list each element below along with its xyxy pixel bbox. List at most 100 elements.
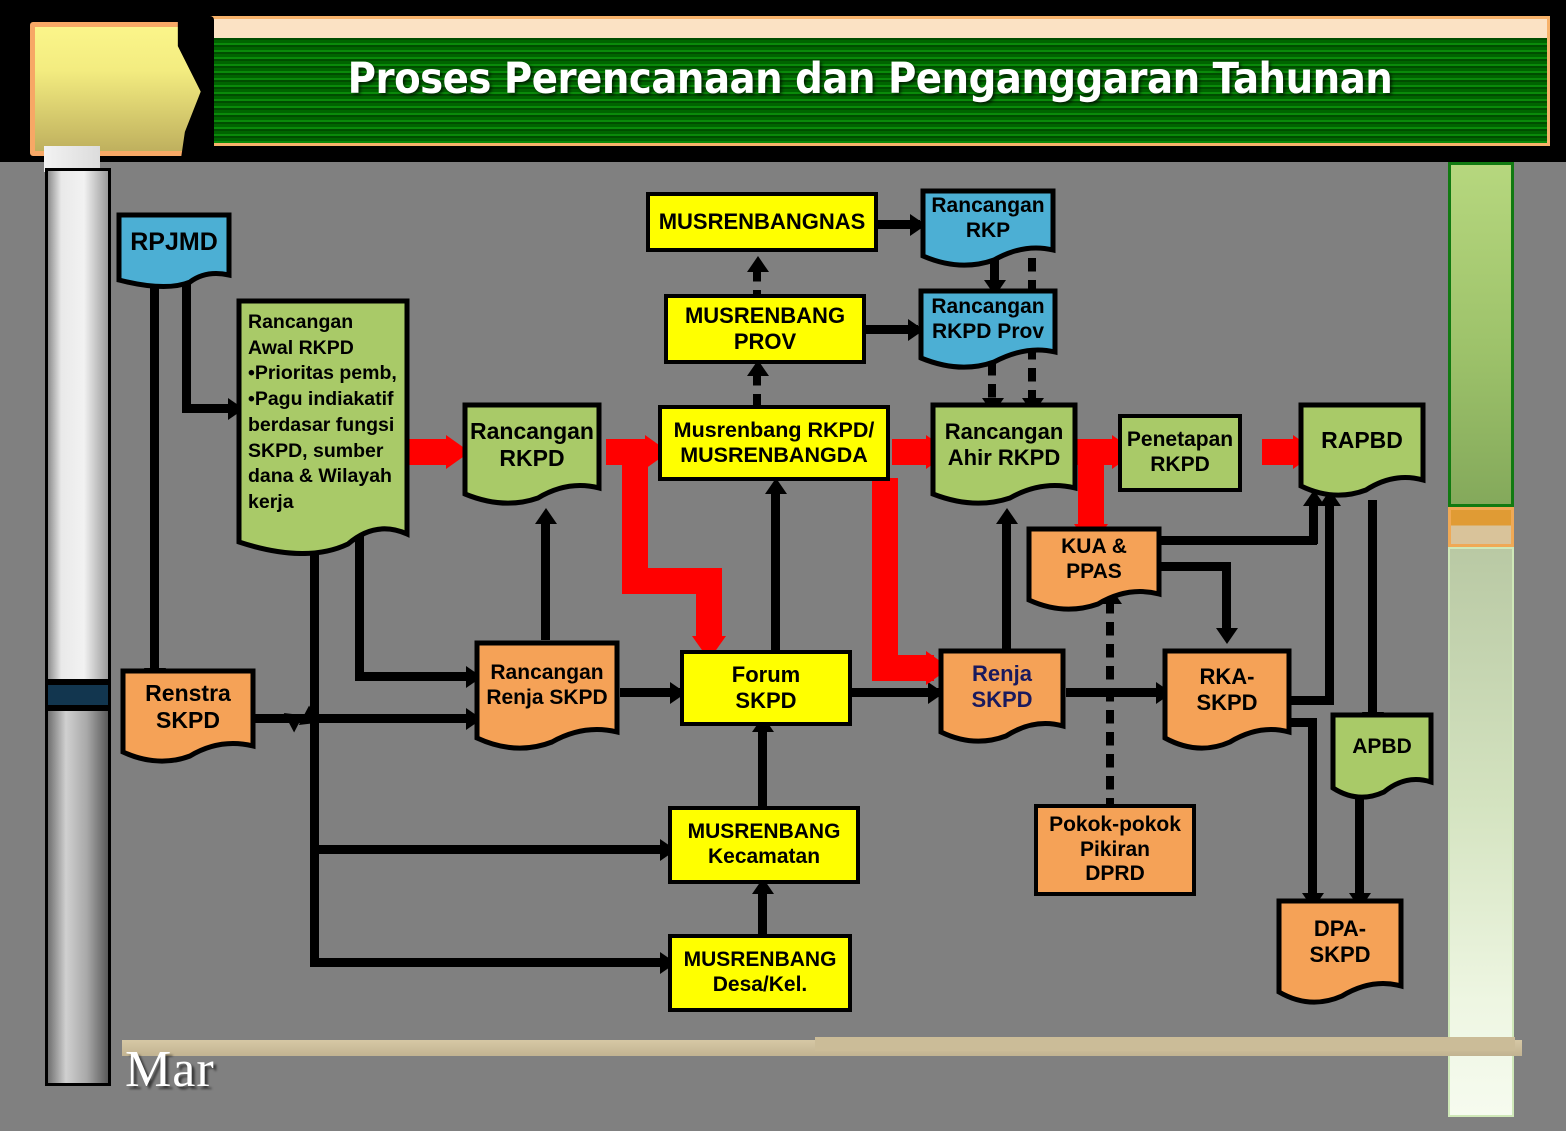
node-penetapan-rkpd-label: Penetapan RKPD	[1126, 428, 1234, 476]
node-musrenbang-prov[interactable]: MUSRENBANG PROV	[664, 294, 866, 364]
node-rancangan-rkpd-prov[interactable]: Rancangan RKPD Prov	[918, 288, 1058, 374]
node-rpjmd-label: RPJMD	[130, 228, 218, 257]
footer-label: Mar	[125, 1041, 215, 1098]
edge-awal-renja-h	[355, 672, 475, 681]
arrowhead-ahir-bottom	[996, 508, 1018, 524]
arrowhead-prov-in	[747, 360, 769, 376]
node-renstra-skpd-label: Renstra SKPD	[145, 679, 231, 733]
edge-rapbd-apbd	[1368, 500, 1377, 720]
edge-forum-musrenbang	[771, 490, 780, 650]
left-rail-upper	[45, 168, 111, 682]
node-rka-skpd-label: RKA- SKPD	[1196, 664, 1258, 715]
edge-forum-renjaskpd	[852, 688, 940, 697]
node-rancangan-ahir-rkpd-label: Rancangan Ahir RKPD	[944, 419, 1064, 470]
red-edge-forum-v2	[696, 568, 722, 642]
node-rancangan-rkpd-label: Rancangan RKPD	[470, 417, 594, 471]
edge-awal-down-main	[310, 540, 319, 958]
node-forum-skpd-label: Forum SKPD	[731, 662, 801, 713]
edge-rpjmd-renstra	[150, 282, 159, 674]
red-edge-penetapan-rapbd	[1262, 439, 1298, 465]
node-musrenbangnas-label: MUSRENBANGNAS	[658, 209, 866, 235]
node-rancangan-renja-skpd[interactable]: Rancangan Renja SKPD	[474, 640, 620, 758]
edge-prov-rkpdprov	[866, 325, 918, 334]
node-rancangan-rkpd[interactable]: Rancangan RKPD	[462, 402, 602, 510]
edge-renstra-renja-h	[252, 714, 477, 723]
edge-rka-rapbd-h	[1290, 696, 1334, 705]
node-musrenbang-rkpd-label: Musrenbang RKPD/ MUSRENBANGDA	[673, 417, 875, 467]
edge-rka-dpa-h	[1290, 718, 1316, 727]
node-musrenbang-desa[interactable]: MUSRENBANG Desa/Kel.	[668, 934, 852, 1012]
title-band: Proses Perencanaan dan Penganggaran Tahu…	[0, 0, 1566, 172]
node-musrenbang-rkpd[interactable]: Musrenbang RKPD/ MUSRENBANGDA	[658, 405, 890, 481]
arrowhead-rkpd-in	[535, 508, 557, 524]
page-title: Proses Perencanaan dan Penganggaran Tahu…	[347, 54, 1393, 104]
node-dpa-skpd-label: DPA- SKPD	[1309, 916, 1371, 967]
node-penetapan-rkpd[interactable]: Penetapan RKPD	[1118, 414, 1242, 492]
node-rancangan-awal-rkpd-text: Rancangan Awal RKPD •Prioritas pemb, •Pa…	[248, 310, 400, 516]
node-renstra-skpd[interactable]: Renstra SKPD	[120, 668, 256, 768]
edge-renjaskpd-rka	[1066, 688, 1166, 697]
node-dpa-skpd[interactable]: DPA- SKPD	[1276, 898, 1404, 1010]
edge-kua-rka-h	[1152, 562, 1230, 571]
corner-decoration	[22, 16, 214, 162]
right-rail-lower	[1448, 547, 1514, 1117]
edge-awal-down-renja	[355, 520, 364, 680]
edge-kua-rka-v	[1222, 562, 1231, 634]
red-edge-ahir-kua	[1078, 439, 1104, 529]
red-edge-renja-h	[872, 655, 934, 681]
arrowhead-musrenbang-in-bot	[765, 478, 787, 494]
node-rka-skpd[interactable]: RKA- SKPD	[1162, 648, 1292, 756]
node-kua-ppas[interactable]: KUA & PPAS	[1026, 526, 1162, 614]
bullet-4: dana & Wilayah	[248, 465, 392, 488]
edge-kua-rapbd-h	[1152, 536, 1317, 545]
node-musrenbang-prov-label: MUSRENBANG PROV	[684, 303, 846, 354]
node-rancangan-rkp[interactable]: Rancangan RKP	[920, 188, 1056, 270]
corner-decoration-page	[30, 22, 201, 156]
right-rail-upper	[1448, 162, 1514, 507]
node-rapbd[interactable]: RAPBD	[1298, 402, 1426, 502]
node-rancangan-ahir-rkpd[interactable]: Rancangan Ahir RKPD	[930, 402, 1078, 510]
edge-kec-forum	[758, 728, 767, 810]
node-kua-ppas-label: KUA & PPAS	[1061, 535, 1127, 583]
node-rancangan-rkp-label: Rancangan RKP	[931, 194, 1045, 242]
edge-prov-nas-dashed	[753, 268, 761, 304]
node-musrenbang-kecamatan-label: MUSRENBANG Kecamatan	[687, 820, 841, 868]
edge-rpjmd-awal-h	[182, 404, 234, 413]
node-rancangan-awal-rkpd-title: Rancangan Awal RKPD	[248, 311, 354, 359]
node-rpjmd[interactable]: RPJMD	[116, 212, 232, 290]
bullet-5: kerja	[248, 491, 294, 514]
red-edge-awal-rkpd	[408, 439, 448, 465]
node-forum-skpd[interactable]: Forum SKPD	[680, 650, 852, 726]
edge-kua-rapbd-v	[1309, 500, 1318, 544]
edge-nas-rkp	[878, 220, 920, 229]
arrowhead-nas-in	[747, 256, 769, 272]
node-renja-skpd-label: Renja SKPD	[971, 661, 1033, 712]
edge-renja-to-rkpd	[541, 520, 550, 640]
node-musrenbang-desa-label: MUSRENBANG Desa/Kel.	[683, 948, 837, 996]
edge-musrenbang-prov-dashed	[753, 372, 761, 414]
left-rail-lower	[45, 708, 111, 1086]
edge-apbd-dpa	[1355, 797, 1364, 899]
edge-renstra-desa-h	[310, 958, 670, 967]
node-musrenbang-kecamatan[interactable]: MUSRENBANG Kecamatan	[668, 806, 860, 884]
edge-rka-dpa-v	[1308, 718, 1317, 899]
node-musrenbangnas[interactable]: MUSRENBANGNAS	[646, 192, 878, 252]
node-pokok-pokok-pikiran-dprd[interactable]: Pokok-pokok Pikiran DPRD	[1034, 804, 1196, 896]
red-edge-musrenbang-ahir	[892, 439, 930, 465]
bullet-3: SKPD, sumber	[248, 439, 384, 462]
node-apbd-label: APBD	[1352, 734, 1412, 758]
edge-renstra-kec-h	[310, 845, 670, 854]
node-rancangan-renja-skpd-label: Rancangan Renja SKPD	[486, 661, 608, 709]
node-apbd[interactable]: APBD	[1330, 712, 1434, 804]
node-pokok-pokok-pikiran-dprd-label: Pokok-pokok Pikiran DPRD	[1049, 812, 1181, 886]
bullet-2: berdasar fungsi	[248, 413, 395, 436]
right-rail-divider	[1448, 507, 1514, 547]
edge-rkp-rkpdprov	[990, 258, 999, 286]
edge-rpjmd-awal-v	[182, 282, 191, 410]
edge-renja-forum	[620, 688, 680, 697]
node-renja-skpd[interactable]: Renja SKPD	[938, 648, 1066, 748]
node-rapbd-label: RAPBD	[1321, 427, 1403, 454]
bullet-1: •Pagu indiakatif	[248, 388, 394, 411]
arrowhead-rka-in-top	[1216, 628, 1238, 644]
node-rancangan-awal-rkpd[interactable]: Rancangan Awal RKPD •Prioritas pemb, •Pa…	[236, 298, 410, 556]
